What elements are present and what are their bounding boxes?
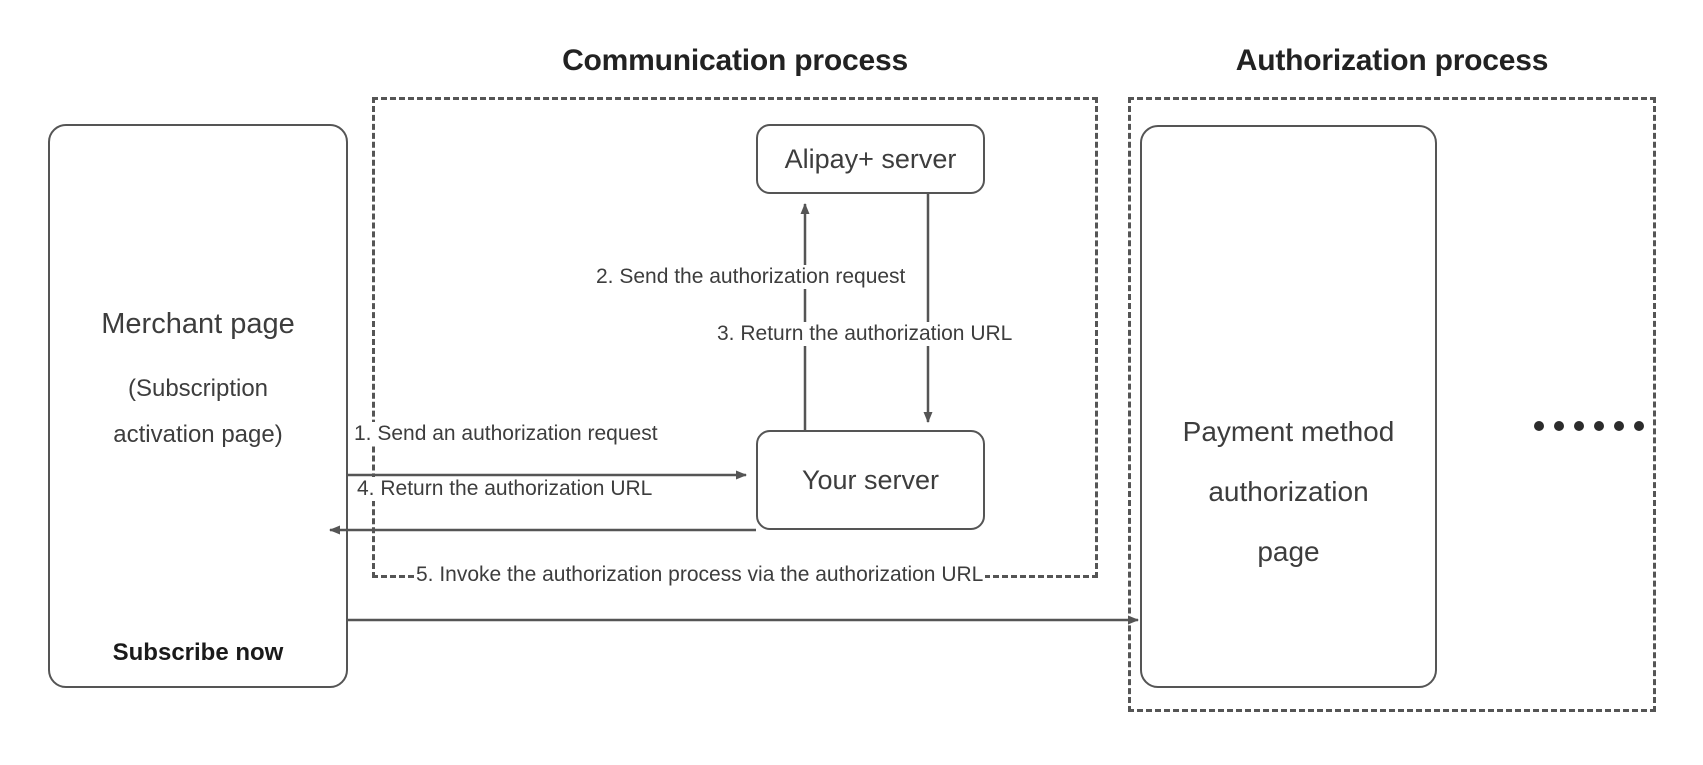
merchant-page-subtitle: (Subscription activation page) bbox=[50, 366, 346, 457]
merchant-page-title: Merchant page bbox=[101, 308, 295, 340]
merchant-page-subtitle-line-1: (Subscription bbox=[127, 375, 269, 402]
ellipsis-dot bbox=[1574, 421, 1584, 431]
ellipsis-dot bbox=[1554, 421, 1564, 431]
step-2-label: 2. Send the authorization request bbox=[594, 265, 908, 289]
merchant-page-subtitle-line-2: activation page) bbox=[113, 420, 283, 448]
merchant-page-node: Merchant page (Subscription activation p… bbox=[48, 124, 348, 688]
payment-method-label-line-1: Payment method bbox=[1182, 416, 1395, 447]
alipay-plus-server-label: Alipay+ server bbox=[784, 143, 957, 174]
subscribe-now-button[interactable]: Subscribe now bbox=[112, 639, 284, 666]
ellipsis-icon bbox=[1534, 421, 1644, 431]
alipay-plus-server-node: Alipay+ server bbox=[756, 124, 985, 194]
step-3-label: 3. Return the authorization URL bbox=[715, 322, 1015, 346]
your-server-node: Your server bbox=[756, 430, 985, 530]
authorization-process-title: Authorization process bbox=[1235, 44, 1549, 77]
step-1-label: 1. Send an authorization request bbox=[352, 422, 660, 446]
payment-method-authorization-page-node: Payment method authorization page bbox=[1140, 125, 1437, 688]
payment-method-authorization-page-label: Payment method authorization page bbox=[1158, 402, 1419, 583]
ellipsis-dot bbox=[1614, 421, 1624, 431]
payment-method-label-line-2: authorization bbox=[1208, 476, 1369, 508]
step-5-label: 5. Invoke the authorization process via … bbox=[414, 563, 986, 587]
your-server-label: Your server bbox=[801, 464, 940, 495]
step-4-label: 4. Return the authorization URL bbox=[355, 477, 655, 501]
authorization-process-group bbox=[1128, 97, 1656, 712]
ellipsis-dot bbox=[1534, 421, 1544, 431]
ellipsis-dot bbox=[1594, 421, 1604, 431]
ellipsis-dot bbox=[1634, 421, 1644, 431]
payment-method-label-line-3: page bbox=[1257, 536, 1320, 568]
communication-process-title: Communication process bbox=[562, 44, 908, 77]
